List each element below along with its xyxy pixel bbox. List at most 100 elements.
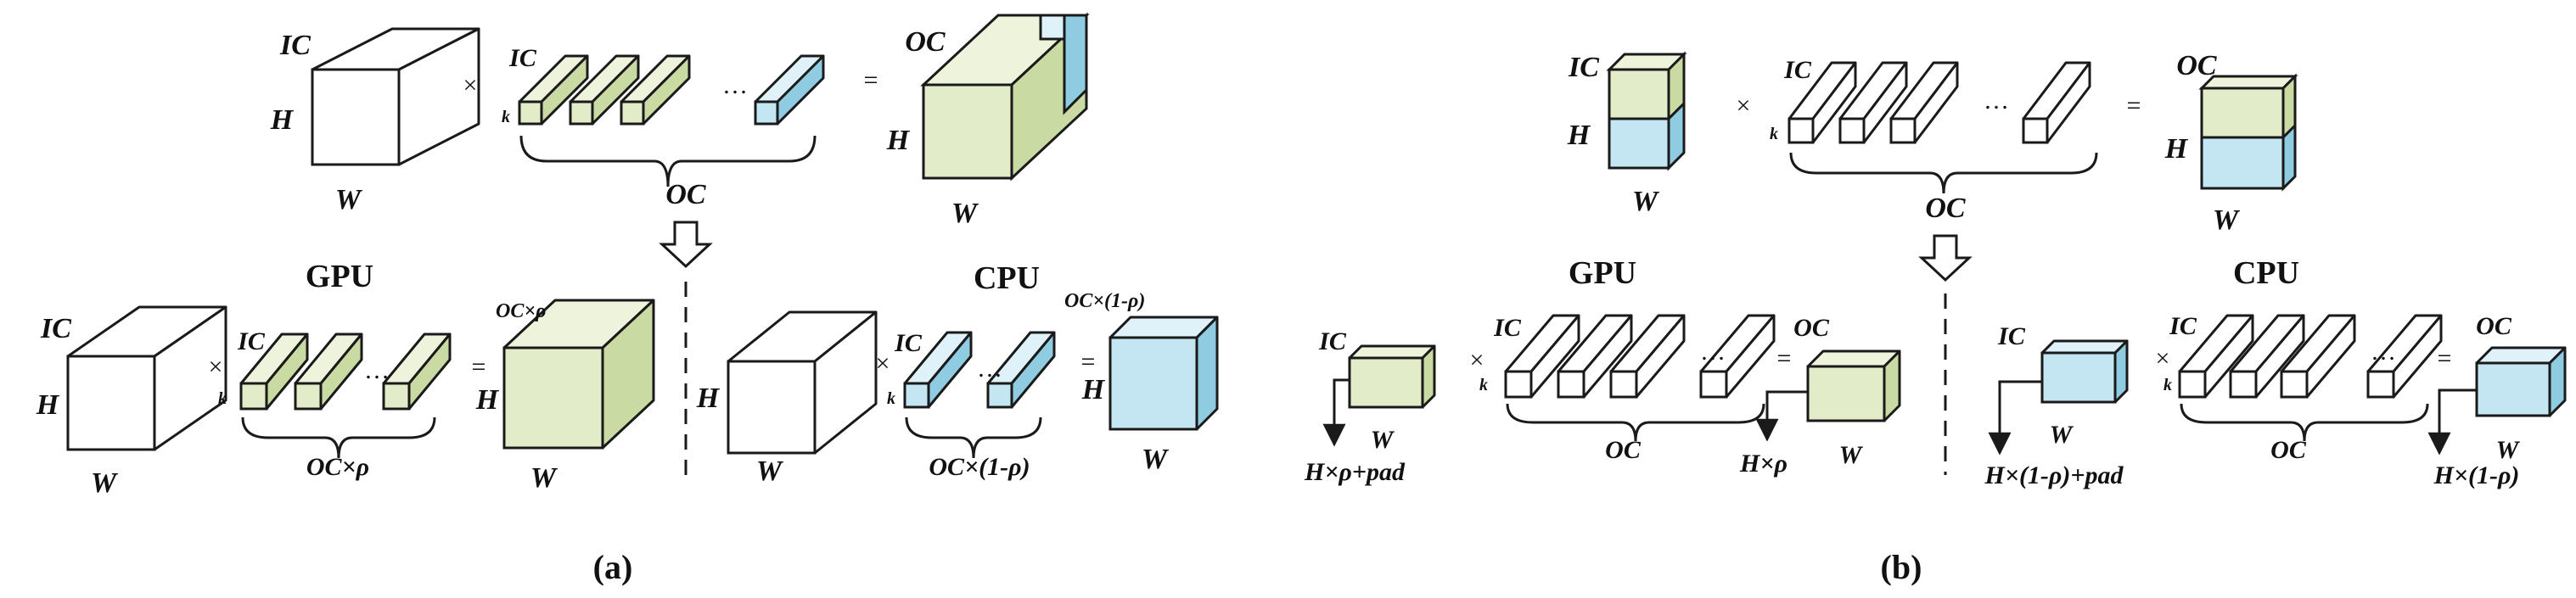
b-output-w-label: W — [2213, 204, 2241, 236]
b-equals-1: = — [2127, 92, 2141, 120]
b-oc-brace — [1789, 152, 2098, 194]
b-cpu-input-ic-label: IC — [1997, 322, 2026, 350]
a-cpu-title: CPU — [974, 260, 1040, 296]
b-gpu-output-oc-label: OC — [1793, 314, 1830, 342]
b-cpu-times: × — [2156, 344, 2170, 372]
a-input-ic-label: IC — [279, 30, 311, 61]
a-gpu-input-ic-label: IC — [40, 313, 71, 344]
b-gpu-input-h-label: H×ρ+pad — [1304, 458, 1406, 486]
b-gpu-times: × — [1470, 346, 1484, 374]
b-cpu-kernel-1 — [2178, 314, 2254, 399]
a-cpu-kernel-dots: … — [977, 355, 1002, 383]
b-caption: (b) — [1881, 548, 1922, 586]
b-gpu-equals: = — [1777, 344, 1792, 372]
a-gpu-output-h-label: H — [475, 384, 500, 416]
b-cpu-output-arrow — [2427, 388, 2477, 455]
b-kernel-3 — [1889, 61, 1959, 144]
b-cpu-input-arrow — [1988, 380, 2042, 455]
b-gpu-kernel-2 — [1557, 314, 1633, 399]
diagram-shapes — [66, 12, 2567, 475]
a-kernel-4 — [754, 54, 825, 126]
b-gpu-title: GPU — [1569, 255, 1636, 291]
a-cpu-kernel-ic-label: IC — [894, 329, 923, 357]
a-equals-1: = — [864, 66, 878, 94]
b-gpu-output-w-label: W — [1839, 441, 1864, 469]
b-gpu-input-w-label: W — [1371, 426, 1395, 454]
a-times-1: × — [463, 71, 478, 99]
b-output-oc-label: OC — [2176, 50, 2217, 81]
a-gpu-equals: = — [472, 353, 486, 381]
a-gpu-input-w-label: W — [91, 467, 119, 499]
b-gpu-input-ic-label: IC — [1318, 327, 1347, 355]
b-input-cube — [1606, 51, 1687, 171]
b-cpu-oc-brace — [2180, 403, 2429, 442]
b-cpu-input-h-label: H×(1-ρ)+pad — [1984, 461, 2124, 489]
a-output-oc-label: OC — [905, 26, 946, 58]
a-gpu-output-oc-label: OC×ρ — [496, 300, 546, 322]
b-cpu-input-slice — [2040, 339, 2129, 404]
b-cpu-output-h-label: H×(1-ρ) — [2433, 461, 2520, 489]
b-kernel-ic-label: IC — [1783, 56, 1812, 84]
a-cpu-output-cube — [1108, 316, 1219, 431]
a-gpu-kernel-1 — [239, 333, 309, 411]
a-gpu-kernel-3 — [382, 333, 452, 411]
b-cpu-kernel-2 — [2229, 314, 2305, 399]
b-gpu-input-arrow — [1322, 378, 1350, 447]
b-cpu-output-w-label: W — [2496, 436, 2521, 464]
a-output-h-label: H — [886, 125, 911, 156]
a-input-h-label: H — [270, 104, 295, 136]
a-kernel-2 — [569, 54, 640, 126]
a-gpu-output-cube — [502, 299, 655, 450]
b-gpu-kernel-dots: … — [1700, 338, 1726, 366]
a-gpu-kernel-k-label: k — [218, 389, 227, 408]
b-split-arrow — [1918, 234, 1973, 282]
b-gpu-kernel-3 — [1609, 314, 1686, 399]
b-cpu-title: CPU — [2233, 255, 2299, 291]
b-gpu-oc-label: OC — [1605, 436, 1642, 464]
a-cpu-input-w-label: W — [756, 455, 784, 487]
a-cpu-times: × — [876, 349, 890, 377]
a-cpu-output-w-label: W — [1142, 444, 1170, 475]
a-gpu-kernel-ic-label: IC — [237, 327, 266, 355]
a-gpu-kernel-dots: … — [364, 356, 390, 384]
a-output-cube — [920, 12, 1090, 182]
a-caption: (a) — [593, 548, 633, 586]
a-cpu-oc-brace — [905, 416, 1042, 459]
a-kernel-ic-label: IC — [508, 44, 537, 72]
b-output-cube — [2198, 73, 2298, 192]
a-kernel-k-label: k — [502, 108, 510, 126]
b-gpu-output-arrow — [1755, 390, 1808, 442]
a-gpu-oc-label: OC×ρ — [306, 453, 369, 481]
b-kernel-k-label: k — [1770, 125, 1778, 143]
a-cpu-oc-label: OC×(1-ρ) — [929, 453, 1030, 481]
b-input-w-label: W — [1632, 186, 1660, 217]
b-gpu-kernel-1 — [1504, 314, 1580, 399]
a-gpu-output-w-label: W — [530, 462, 558, 494]
b-kernel-dots: … — [1984, 87, 2009, 115]
a-cpu-output-oc-label: OC×(1-ρ) — [1064, 290, 1145, 312]
diagram-labels: ICHW×…ICkOC=OCHWGPUICHW×…ICkOC×ρ=OC×ρHWC… — [36, 26, 2521, 586]
b-input-h-label: H — [1567, 120, 1591, 151]
b-gpu-output-h-label: H×ρ — [1739, 450, 1787, 478]
b-cpu-output-slice — [2475, 346, 2567, 417]
a-gpu-input-h-label: H — [36, 389, 60, 421]
b-times-1: × — [1737, 92, 1751, 120]
a-gpu-oc-brace — [241, 416, 436, 459]
a-cpu-kernel-2 — [986, 331, 1056, 409]
b-cpu-kernel-ic-label: IC — [2169, 312, 2197, 340]
a-oc-label: OC — [665, 179, 706, 210]
b-kernel-4 — [2022, 61, 2091, 144]
a-gpu-times: × — [209, 353, 223, 381]
b-output-h-label: H — [2164, 133, 2189, 165]
b-gpu-kernel-4 — [1699, 314, 1776, 399]
b-cpu-kernel-k-label: k — [2164, 376, 2172, 394]
b-cpu-kernel-dots: … — [2371, 338, 2396, 366]
a-input-cube — [311, 27, 480, 166]
b-oc-label: OC — [1925, 193, 1966, 224]
a-kernel-dots: … — [722, 71, 748, 99]
a-cpu-input-cube — [727, 310, 878, 455]
b-cpu-input-w-label: W — [2050, 421, 2074, 449]
b-kernel-2 — [1838, 61, 1908, 144]
a-output-w-label: W — [951, 198, 979, 229]
